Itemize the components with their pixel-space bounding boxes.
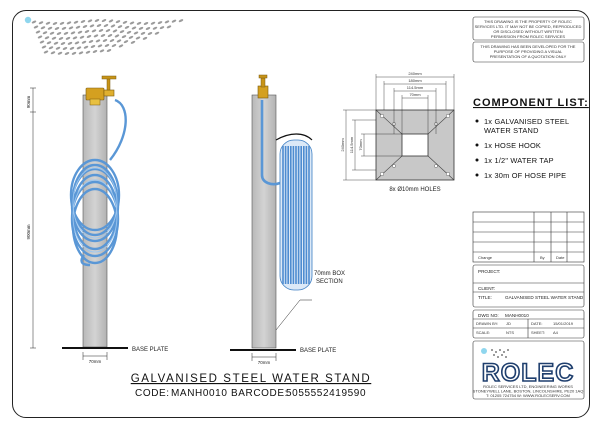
date-label: DATE: — [531, 321, 542, 326]
dim-plate-side-c: 70mm — [358, 139, 363, 151]
drawing-title: GALVANISED STEEL WATER STAND — [131, 373, 372, 385]
label-box-section-2: SECTION — [316, 279, 343, 285]
label-base-plate-right: BASE PLATE — [300, 348, 336, 354]
plate-centre-box — [401, 133, 429, 157]
dwg-no-value: MANH0010 — [505, 313, 529, 318]
code-value: MANH0010 — [171, 388, 228, 399]
note2-line2: PURPOSE OF PROVIDING A VISUAL — [494, 49, 563, 54]
notes-block: THIS DRAWING IS THE PROPERTY OF ROLEC SE… — [472, 16, 585, 63]
dim-plate-overall: 240mm — [408, 71, 422, 76]
title-block — [472, 211, 585, 400]
rev-by-label: By — [540, 255, 545, 260]
component-item-1-cont: WATER STAND — [484, 126, 539, 135]
side-hose-feed — [260, 100, 281, 186]
title-value: GALVANISED STEEL WATER STAND — [505, 295, 584, 300]
dim-plate-box: 114.5mm — [407, 85, 424, 90]
drawn-value: JD — [506, 321, 511, 326]
date-value: 15/01/2019 — [553, 321, 574, 326]
title-label: TITLE: — [478, 295, 492, 300]
dim-plate-side-a: 240mm — [340, 138, 345, 152]
note1-line2: SERVICES LTD. IT MAY NOT BE COPIED, REPR… — [475, 24, 582, 29]
dim-top-left: 90mm — [26, 96, 31, 109]
label-plate-holes: 8x Ø10mm HOLES — [389, 187, 440, 193]
logo-wordmark: ROLEC — [482, 359, 575, 387]
logo-address-2: STONEYWELL LANE, BOSTON, LINCOLNSHIRE, P… — [473, 389, 584, 394]
front-hose-coil — [69, 98, 127, 267]
component-list-heading: COMPONENT LIST: — [473, 97, 589, 109]
component-item-1: 1x GALVANISED STEEL — [484, 117, 569, 126]
label-base-plate-left: BASE PLATE — [132, 347, 168, 353]
drawing-title-block: GALVANISED STEEL WATER STAND CODE: MANH0… — [131, 373, 372, 399]
dim-base-left: 70mm — [89, 359, 102, 364]
side-water-tap — [257, 74, 269, 99]
scale-value: NTS — [506, 330, 514, 335]
logo-address-1: ROLEC SERVICES LTD, ENGINEERING WORKS — [483, 384, 573, 389]
title-block-text: Change By Date PROJECT: CLIENT: TITLE: G… — [476, 255, 584, 335]
note2-line3: PRESENTATION OF A QUOTATION ONLY — [490, 54, 567, 59]
rev-date-label: Date — [556, 255, 565, 260]
component-item-4: 1x 30m OF HOSE PIPE — [484, 171, 566, 180]
code-label: CODE: — [135, 388, 170, 399]
note2-line1: THIS DRAWING HAS BEEN DEVELOPED FOR THE — [481, 44, 576, 49]
drawn-label: DRAWN BY: — [476, 321, 498, 326]
logo-address-3: T: 01205 724754 W: WWW.ROLECSERV.COM — [486, 393, 570, 398]
corner-dot — [24, 16, 32, 24]
side-post — [251, 94, 277, 349]
component-item-2: 1x HOSE HOOK — [484, 141, 541, 150]
label-box-section: 70mm BOX — [314, 271, 345, 277]
dim-height-left: 900mm — [26, 224, 31, 239]
rev-change-label: Change — [478, 255, 493, 260]
note1-line1: THIS DRAWING IS THE PROPERTY OF ROLEC — [484, 19, 572, 24]
note1-line3: OR DISCLOSED WITHOUT WRITTEN — [493, 29, 562, 34]
dim-plate-side-b: 114.5mm — [349, 136, 354, 153]
sheet-value: A4 — [553, 330, 559, 335]
component-list: COMPONENT LIST: 1x GALVANISED STEEL WATE… — [473, 97, 589, 180]
barcode-value: 5055552419590 — [286, 388, 366, 399]
front-water-tap — [85, 75, 117, 106]
note1-line4: PERMISSION FROM ROLEC SERVICES — [491, 34, 565, 39]
dim-plate-inner: 180mm — [408, 78, 422, 83]
rolec-logo: ROLEC ROLEC SERVICES LTD, ENGINEERING WO… — [473, 348, 584, 398]
scale-label: SCALE: — [476, 330, 490, 335]
sheet-label: SHEET: — [531, 330, 545, 335]
hose-hook — [275, 133, 313, 141]
dim-plate-core: 70mm — [409, 92, 421, 97]
front-view-stand: 90mm 900mm 70mm BASE PLATE — [26, 75, 168, 364]
component-item-3: 1x 1/2" WATER TAP — [484, 156, 554, 165]
project-label: PROJECT: — [478, 269, 500, 274]
barcode-label: BARCODE: — [231, 388, 288, 399]
client-label: CLIENT: — [478, 286, 495, 291]
dwg-no-label: DWG NO: — [478, 313, 499, 318]
base-plate-top-view: 240mm 180mm 114.5mm 70mm 240mm 114.5mm 7… — [340, 71, 455, 193]
plate-holes — [380, 113, 451, 176]
front-post — [82, 94, 108, 348]
side-hose-coil — [279, 139, 313, 291]
side-view-stand: 70mm BASE PLATE 70mm BOX SECTION — [230, 74, 345, 365]
corner-watermark-pattern — [24, 16, 184, 55]
dim-base-right: 70mm — [258, 360, 271, 365]
